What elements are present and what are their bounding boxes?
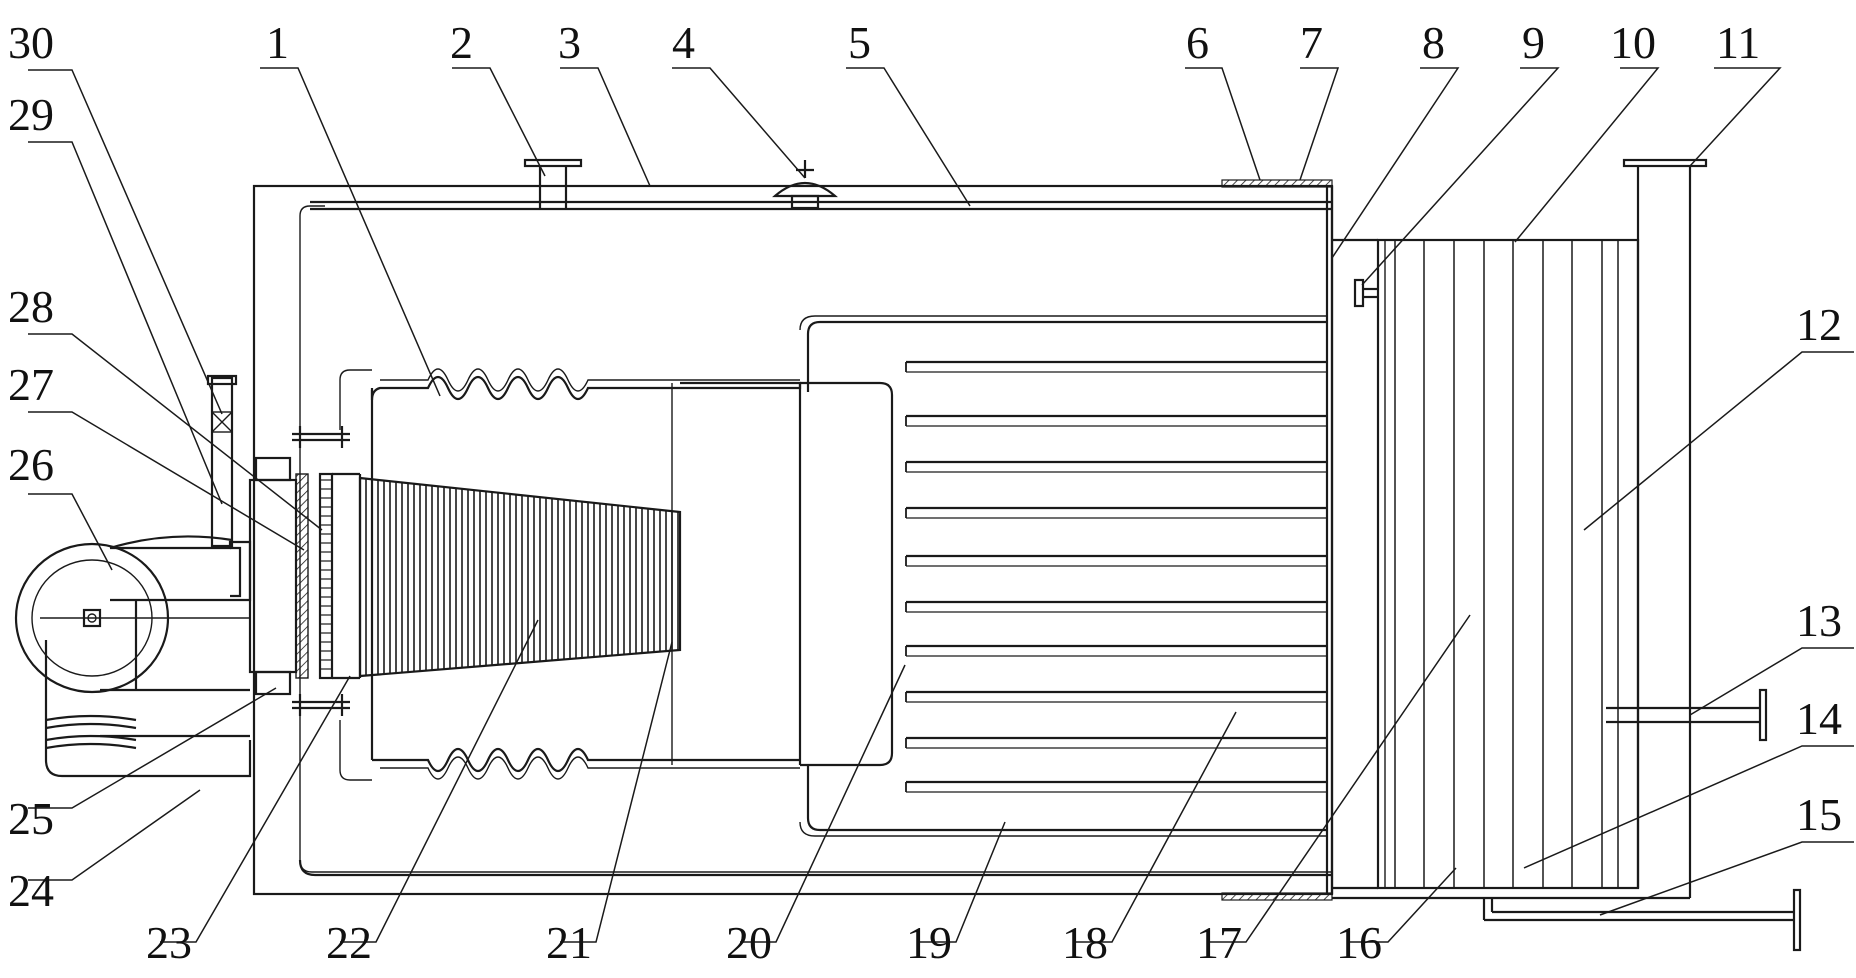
- label-22: 22: [326, 917, 372, 968]
- burner-plate: [296, 474, 360, 678]
- label-7: 7: [1300, 17, 1323, 68]
- label-28: 28: [8, 281, 54, 332]
- fire-tube-bank: [800, 316, 1327, 836]
- label-24: 24: [8, 865, 54, 916]
- label-30: 30: [8, 17, 54, 68]
- economizer: [1332, 240, 1638, 888]
- label-29: 29: [8, 89, 54, 140]
- label-17: 17: [1196, 917, 1242, 968]
- label-14: 14: [1796, 693, 1842, 744]
- label-19: 19: [906, 917, 952, 968]
- label-10: 10: [1610, 17, 1656, 68]
- label-18: 18: [1062, 917, 1108, 968]
- label-5: 5: [848, 17, 871, 68]
- outer-casing: [254, 186, 1332, 894]
- flue-stack: [1332, 160, 1706, 898]
- furnace-chamber: [340, 369, 892, 780]
- insulation-pad-top: [1222, 180, 1332, 187]
- label-26: 26: [8, 439, 54, 490]
- label-27: 27: [8, 359, 54, 410]
- label-4: 4: [672, 17, 695, 68]
- label-11: 11: [1716, 17, 1760, 68]
- label-20: 20: [726, 917, 772, 968]
- front-flange: [250, 458, 296, 694]
- safety-valve: [775, 160, 835, 208]
- label-15: 15: [1796, 789, 1842, 840]
- label-23: 23: [146, 917, 192, 968]
- rear-tube-sheet: [1327, 186, 1332, 894]
- drain-nozzle: [1355, 280, 1378, 306]
- label-2: 2: [450, 17, 473, 68]
- part-labels: 1 2 3 4 5 6 7 8 9 10 11 12 13 14 15 16 1…: [8, 17, 1842, 968]
- label-21: 21: [546, 917, 592, 968]
- label-6: 6: [1186, 17, 1209, 68]
- label-9: 9: [1522, 17, 1545, 68]
- burner-fan-unit: [16, 376, 250, 776]
- label-25: 25: [8, 793, 54, 844]
- flame-cone: [360, 478, 680, 676]
- label-3: 3: [558, 17, 581, 68]
- label-8: 8: [1422, 17, 1445, 68]
- label-16: 16: [1336, 917, 1382, 968]
- outlet-pipe: [1606, 690, 1766, 740]
- label-1: 1: [266, 17, 289, 68]
- label-12: 12: [1796, 299, 1842, 350]
- label-13: 13: [1796, 595, 1842, 646]
